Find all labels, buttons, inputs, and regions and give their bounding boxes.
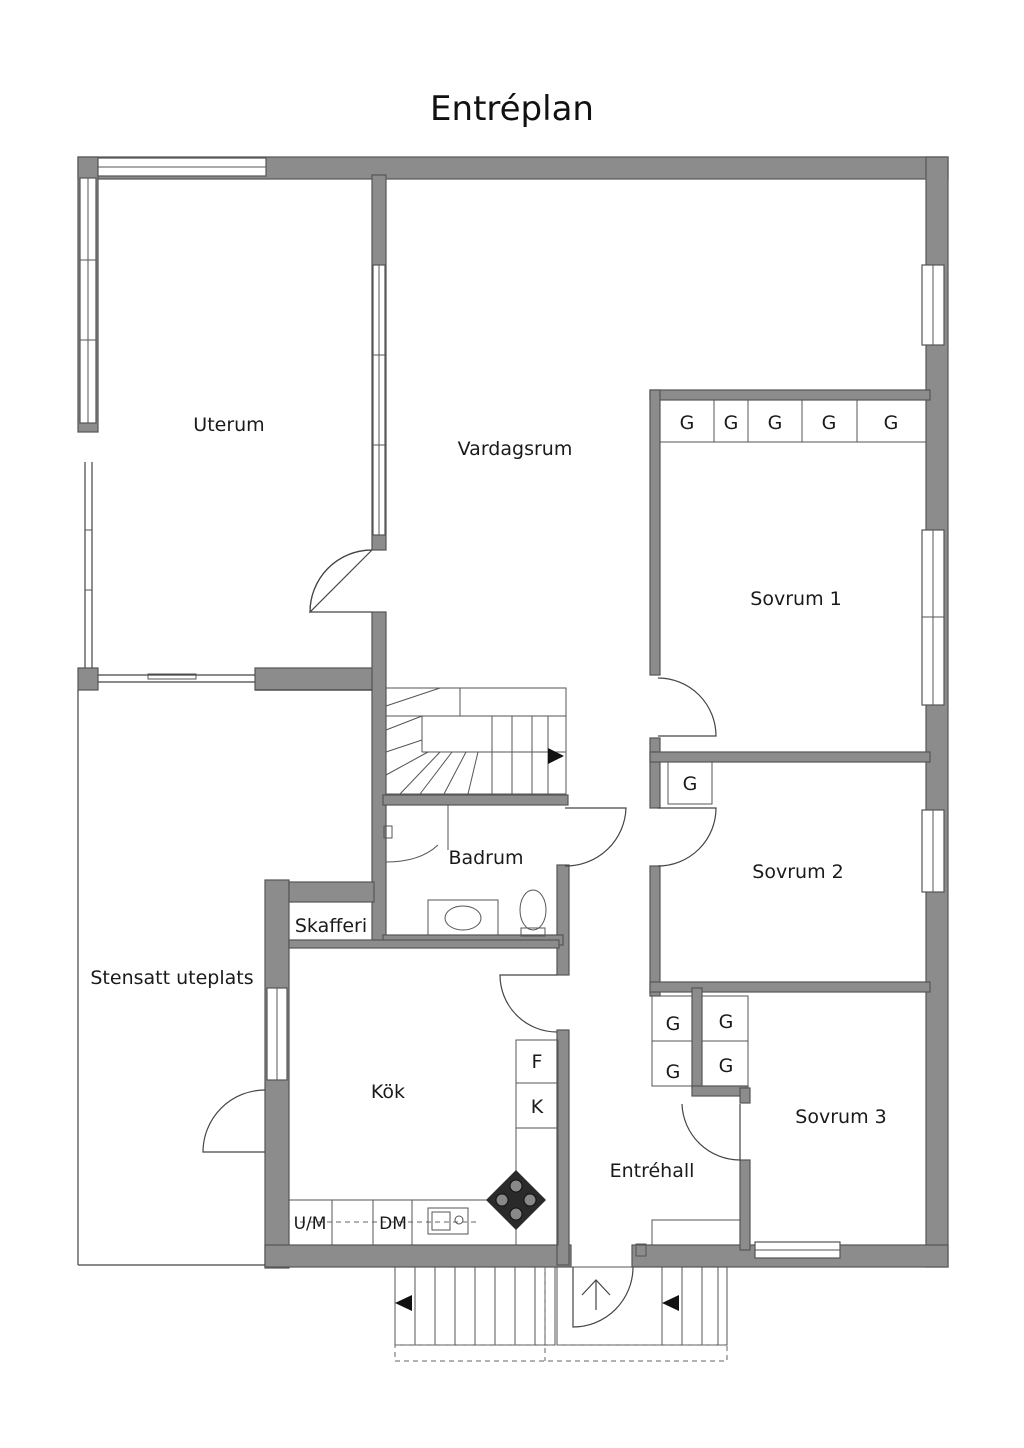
wardrobe-label: G bbox=[768, 412, 783, 434]
wardrobe-label: G bbox=[719, 1011, 734, 1033]
wardrobe-label: G bbox=[724, 412, 739, 434]
wardrobe-label: G bbox=[666, 1061, 681, 1083]
fridge-label: F bbox=[532, 1051, 543, 1073]
wardrobe-label: G bbox=[822, 412, 837, 434]
wardrobe-label: G bbox=[666, 1013, 681, 1035]
toilet-icon bbox=[519, 889, 547, 931]
bathroom-fixtures bbox=[383, 805, 547, 937]
patio-outline bbox=[77, 689, 372, 1266]
upper-staircase bbox=[385, 687, 567, 795]
washer-label: U/M bbox=[294, 1214, 327, 1234]
room-label-entrehall: Entréhall bbox=[610, 1160, 695, 1182]
sliding-doors bbox=[84, 462, 255, 683]
wardrobes bbox=[651, 399, 927, 1087]
room-label-skafferi: Skafferi bbox=[295, 915, 367, 937]
exterior-stairs bbox=[394, 1266, 728, 1362]
stair-arrow-icon bbox=[662, 1295, 679, 1311]
fixture-labels: G G G G G G G G G G F K U/M DM bbox=[294, 412, 899, 1234]
room-label-uterum: Uterum bbox=[193, 414, 264, 436]
freezer-label: K bbox=[531, 1096, 544, 1118]
stove-icon bbox=[486, 1170, 546, 1230]
room-label-sovrum-1: Sovrum 1 bbox=[750, 588, 841, 610]
room-label-vardagsrum: Vardagsrum bbox=[458, 438, 573, 460]
wardrobe-label: G bbox=[680, 412, 695, 434]
dishwasher-label: DM bbox=[379, 1214, 407, 1234]
kitchen-sink-icon bbox=[427, 1207, 469, 1235]
room-label-badrum: Badrum bbox=[448, 847, 523, 869]
plan-title: Entréplan bbox=[430, 89, 594, 129]
room-label-kok: Kök bbox=[371, 1081, 405, 1103]
room-label-sovrum-3: Sovrum 3 bbox=[795, 1106, 886, 1128]
stair-arrow-icon bbox=[395, 1295, 412, 1311]
stair-arrow-icon bbox=[548, 748, 564, 764]
outer-walls bbox=[77, 156, 949, 1269]
kitchen-fixtures bbox=[288, 1039, 559, 1246]
doors bbox=[202, 549, 741, 1328]
entrance-arrow-icon bbox=[581, 1279, 611, 1310]
windows bbox=[79, 157, 945, 1259]
wardrobe-label: G bbox=[719, 1055, 734, 1077]
room-labels: Uterum Vardagsrum Sovrum 1 Sovrum 2 Sovr… bbox=[90, 414, 886, 1182]
wardrobe-label: G bbox=[683, 773, 698, 795]
wardrobe-label: G bbox=[884, 412, 899, 434]
entrance-detail bbox=[635, 1219, 741, 1257]
room-label-stensatt-uteplats: Stensatt uteplats bbox=[90, 967, 253, 989]
room-label-sovrum-2: Sovrum 2 bbox=[752, 861, 843, 883]
sink-icon bbox=[427, 899, 499, 936]
